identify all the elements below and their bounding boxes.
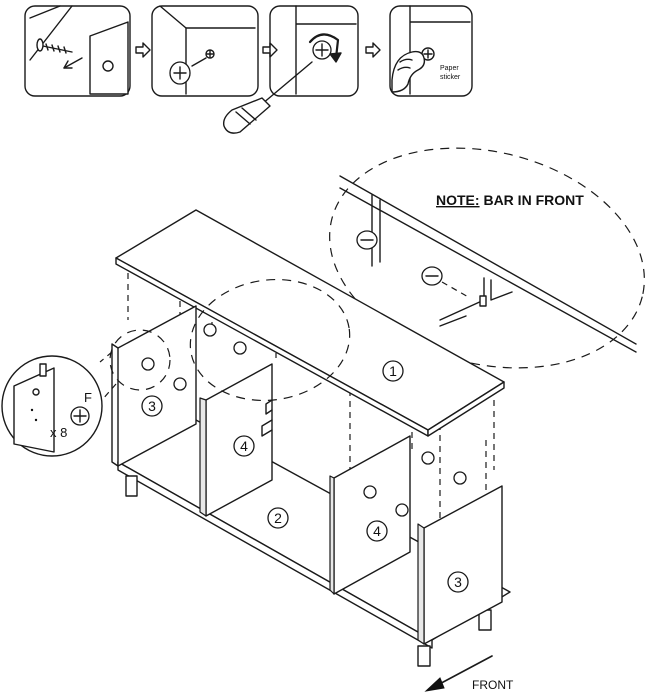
sticker-label-line2: sticker [440,74,461,81]
step-panel-2 [151,5,259,97]
screw-icon [36,38,73,54]
screwdriver-icon [222,61,313,134]
note-zoom-callout: NOTE: BAR IN FRONT [329,147,645,369]
divider-left-number: 4 [240,438,248,454]
part-quantity: x 8 [50,425,67,440]
dowel-icon [479,295,487,307]
cam-lock-icon [233,341,247,355]
step-panel-1 [24,5,131,97]
side-panel-right-number: 3 [454,574,462,590]
cam-lock-icon [70,406,90,426]
side-panel-left-number: 3 [148,398,156,414]
step-panel-3 [222,5,359,134]
top-panel: 1 [115,209,505,437]
note-label: NOTE: BAR IN FRONT [436,192,584,208]
dowel-icon [39,363,47,377]
part-letter: F [84,390,92,405]
cabinet: 1 2 3 4 [111,209,511,667]
step-arrow-1-icon [135,42,151,58]
arrow-left-icon [63,57,83,69]
divider-panel-left: 4 [199,363,273,517]
cam-lock-icon [141,357,155,371]
cam-detail-callout: F x 8 [1,329,171,457]
rotate-arrow-icon [308,33,340,60]
note-text: BAR IN FRONT [480,192,585,208]
cam-lock-icon [356,230,378,250]
cam-lock-icon [169,57,207,85]
step-panel-4: Paper sticker [389,5,473,97]
cam-lock-icon [421,451,435,465]
cam-lock-icon [395,503,409,517]
cabinet-legs [125,475,492,667]
front-label: FRONT [472,678,514,692]
sticker-label-line1: Paper [440,65,459,72]
note-prefix: NOTE: [436,192,480,208]
divider-panel-right: 4 [329,435,411,595]
cam-lock-icon [421,266,471,299]
cam-lock-icon [173,377,187,391]
divider-right-number: 4 [373,523,381,539]
cam-lock-icon [363,485,377,499]
hand-icon [391,50,426,93]
front-direction-indicator: FRONT [424,655,514,692]
top-panel-number: 1 [389,363,397,379]
side-panel-left: 3 [111,305,197,467]
step-arrow-3-icon [365,42,381,58]
side-panel-right: 3 [417,451,503,645]
bottom-panel-number: 2 [274,510,282,526]
cam-lock-icon [453,471,467,485]
cam-lock-icon [203,323,217,337]
